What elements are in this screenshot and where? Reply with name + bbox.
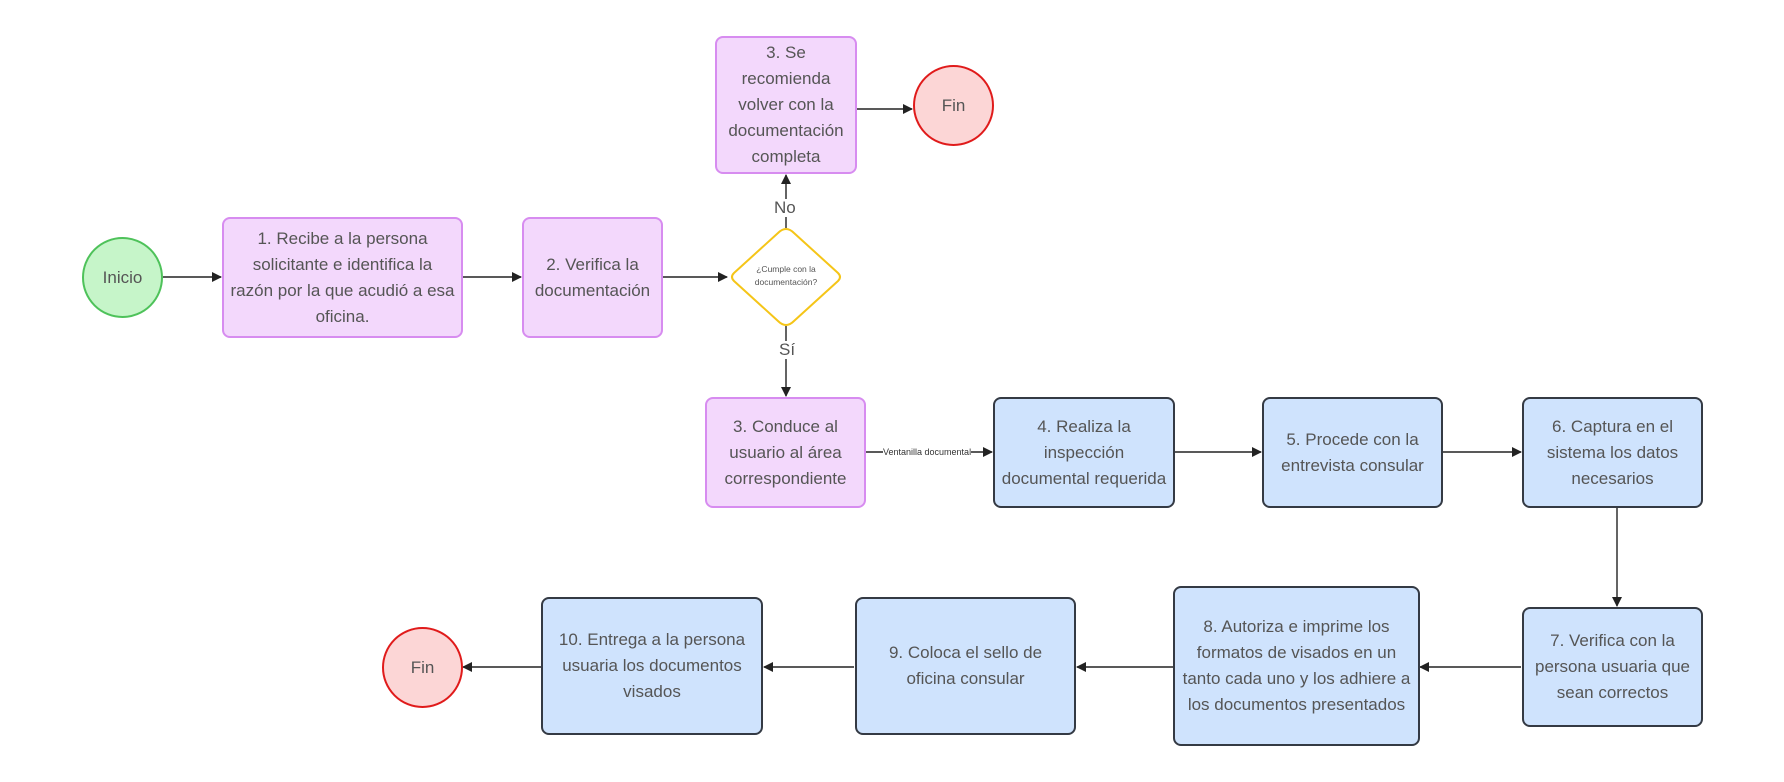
step-5-node[interactable]: 5. Procede con la entrevista consular: [1262, 397, 1443, 508]
step-8-node[interactable]: 8. Autoriza e imprime los formatos de vi…: [1173, 586, 1420, 746]
step-4-node[interactable]: 4. Realiza la inspección documental requ…: [993, 397, 1175, 508]
step-10-label: 10. Entrega a la persona usuaria los doc…: [558, 630, 746, 701]
edge-label-yes: Sí: [778, 340, 797, 359]
step-6-node[interactable]: 6. Captura en el sistema los datos neces…: [1522, 397, 1703, 508]
start-label: Inicio: [102, 267, 143, 287]
step-3-no-node[interactable]: 3. Se recomienda volver con la documenta…: [715, 36, 857, 174]
step-9-label: 9. Coloca el sello de oficina consular: [888, 643, 1043, 688]
end-top-node[interactable]: Fin: [913, 65, 994, 146]
step-6-label: 6. Captura en el sistema los datos neces…: [1546, 416, 1679, 488]
decision-diamond[interactable]: [731, 227, 841, 327]
step-10-node[interactable]: 10. Entrega a la persona usuaria los doc…: [541, 597, 763, 735]
step-2-label: 2. Verifica la documentación: [534, 254, 651, 300]
decision-label: ¿Cumple con la documentación?: [754, 264, 818, 287]
step-5-label: 5. Procede con la entrevista consular: [1281, 429, 1424, 475]
edge-label-ventanilla: Ventanilla documental: [883, 447, 972, 457]
end-bottom-node[interactable]: Fin: [382, 627, 463, 708]
step-3-no-label: 3. Se recomienda volver con la documenta…: [728, 43, 844, 166]
start-node[interactable]: Inicio: [82, 237, 163, 318]
end-bottom-label: Fin: [410, 657, 435, 677]
step-7-node[interactable]: 7. Verifica con la persona usuaria que s…: [1522, 607, 1703, 727]
step-7-label: 7. Verifica con la persona usuaria que s…: [1534, 631, 1690, 702]
step-2-node[interactable]: 2. Verifica la documentación: [522, 217, 663, 338]
edge-label-no: No: [773, 198, 797, 217]
step-3-yes-node[interactable]: 3. Conduce al usuario al área correspond…: [705, 397, 866, 508]
step-1-label: 1. Recibe a la persona solicitante e ide…: [230, 228, 455, 326]
step-9-node[interactable]: 9. Coloca el sello de oficina consular: [855, 597, 1076, 735]
end-top-label: Fin: [941, 95, 966, 115]
step-3-yes-label: 3. Conduce al usuario al área correspond…: [724, 416, 847, 488]
step-8-label: 8. Autoriza e imprime los formatos de vi…: [1182, 617, 1411, 714]
step-4-label: 4. Realiza la inspección documental requ…: [1001, 416, 1167, 488]
step-1-node[interactable]: 1. Recibe a la persona solicitante e ide…: [222, 217, 463, 338]
